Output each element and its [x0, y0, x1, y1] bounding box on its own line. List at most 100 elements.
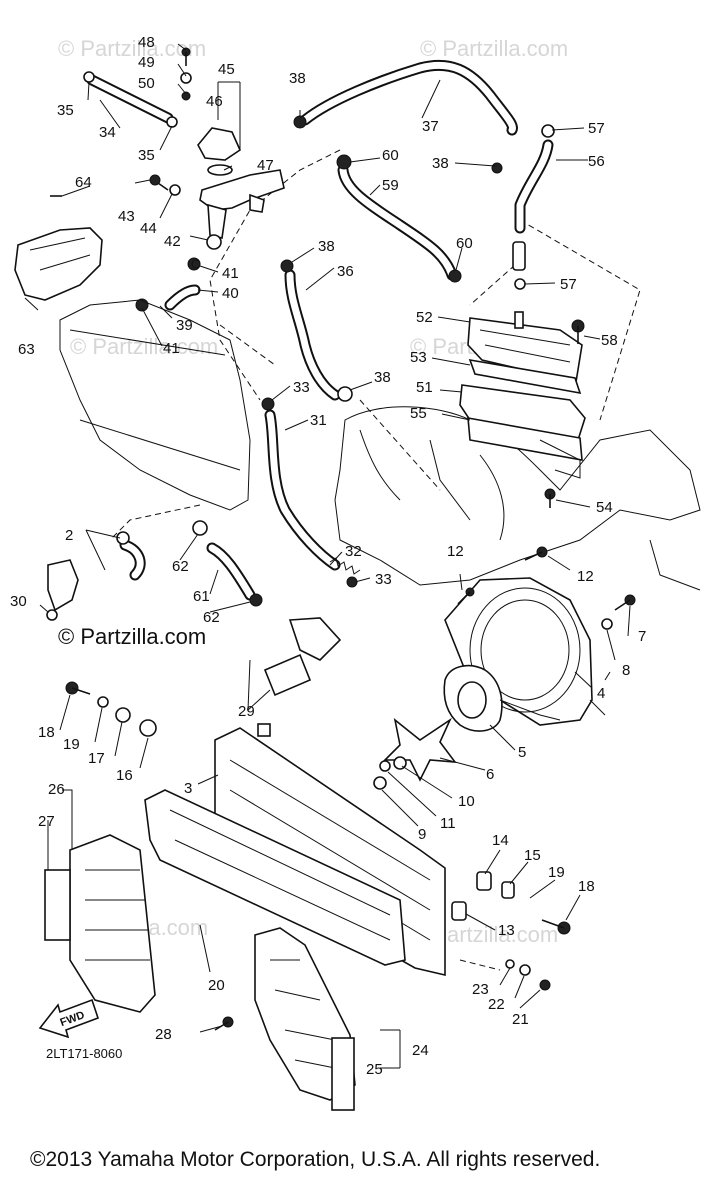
- hose-36: [284, 269, 341, 401]
- callout-47: 47: [257, 157, 274, 174]
- callout-38-right: 38: [374, 369, 391, 386]
- fwd-arrow: FWD: [38, 998, 100, 1039]
- callout-26: 26: [48, 781, 65, 798]
- gasket-55: [467, 417, 583, 479]
- callout-42: 42: [164, 233, 181, 250]
- callout-51: 51: [416, 379, 433, 396]
- callout-23: 23: [472, 981, 489, 998]
- hose-59: [337, 164, 458, 281]
- bolts-7-8-12: [457, 546, 636, 630]
- callout-35-bottom: 35: [138, 147, 155, 164]
- side-cover-26-27: [44, 834, 156, 1013]
- callout-61: 61: [193, 588, 210, 605]
- bolts-54-58: [544, 319, 585, 508]
- callout-19-left: 19: [63, 736, 80, 753]
- dashed-guides: [109, 149, 641, 971]
- callout-13: 13: [498, 922, 515, 939]
- copyright-notice: ©2013 Yamaha Motor Corporation, U.S.A. A…: [30, 1148, 600, 1171]
- callout-31: 31: [310, 412, 327, 429]
- callout-50: 50: [138, 75, 155, 92]
- callout-12-left: 12: [447, 543, 464, 560]
- callout-29: 29: [238, 703, 255, 720]
- thermostat-housing: [180, 47, 285, 239]
- watermark-main: © Partzilla.com: [58, 624, 206, 649]
- diagram-code: 2LT171-8060: [46, 1046, 122, 1061]
- callout-60-mid: 60: [456, 235, 473, 252]
- washers-9-10-11: [373, 756, 407, 790]
- callout-22: 22: [488, 996, 505, 1013]
- callout-64: 64: [75, 174, 92, 191]
- callout-43: 43: [118, 208, 135, 225]
- bolts-43-44: [149, 174, 181, 196]
- callout-17: 17: [88, 750, 105, 767]
- callout-5: 5: [518, 744, 526, 761]
- callout-38-top: 38: [289, 70, 306, 87]
- callout-38-left: 38: [318, 238, 335, 255]
- radiator-shroud-outline: [59, 299, 251, 511]
- callout-27: 27: [38, 813, 55, 830]
- callout-52: 52: [416, 309, 433, 326]
- bolts-18-21-22-23-28: [65, 681, 571, 1031]
- callout-7: 7: [638, 628, 646, 645]
- callout-34: 34: [99, 124, 116, 141]
- callout-20: 20: [208, 977, 225, 994]
- callout-14: 14: [492, 832, 509, 849]
- watermark-top-left: © Partzilla.com: [58, 36, 206, 61]
- callout-56: 56: [588, 153, 605, 170]
- hose-56-lower: [512, 241, 526, 271]
- callout-16: 16: [116, 767, 133, 784]
- callout-59: 59: [382, 177, 399, 194]
- callout-4: 4: [597, 685, 605, 702]
- callout-57-mid: 57: [560, 276, 577, 293]
- callout-25: 25: [366, 1061, 383, 1078]
- fan-blade-6: [383, 717, 457, 782]
- callout-11: 11: [440, 815, 456, 832]
- callout-3: 3: [184, 780, 192, 797]
- callout-41-bottom: 41: [163, 340, 180, 357]
- watermark-mid-left: © Partzilla.com: [70, 334, 218, 359]
- watermark-top-right: © Partzilla.com: [420, 36, 568, 61]
- callout-33-bottom: 33: [375, 571, 392, 588]
- callout-57-top: 57: [588, 120, 605, 137]
- callout-62-bottom: 62: [203, 609, 220, 626]
- gasket-53: [468, 358, 582, 395]
- callout-48: 48: [138, 34, 155, 51]
- callout-21: 21: [512, 1011, 529, 1028]
- callout-32: 32: [345, 543, 362, 560]
- callout-63: 63: [18, 341, 35, 358]
- callout-numbers: 48 49 50 45 46 35 34 35 47 38 37 57 56 6…: [10, 34, 646, 1078]
- callout-35-top: 35: [57, 102, 74, 119]
- dampers-13-14-15-16-17: [97, 696, 515, 921]
- hose-40: [164, 284, 201, 311]
- hose-34: [86, 74, 174, 124]
- hose-2: [119, 539, 146, 581]
- callout-40: 40: [222, 285, 239, 302]
- callout-60-top: 60: [382, 147, 399, 164]
- callout-18-right: 18: [578, 878, 595, 895]
- callout-10: 10: [458, 793, 475, 810]
- fitting-42-41: [191, 234, 222, 269]
- callout-33-top: 33: [293, 379, 310, 396]
- callout-8: 8: [622, 662, 630, 679]
- callout-54: 54: [596, 499, 613, 516]
- hose-56: [514, 139, 554, 234]
- callout-58: 58: [601, 332, 618, 349]
- lower-cover-24-25: [254, 927, 356, 1111]
- callout-36: 36: [337, 263, 354, 280]
- hose-61: [206, 542, 256, 601]
- callout-15: 15: [524, 847, 541, 864]
- pump-30-29: [46, 559, 342, 697]
- callout-19-right: 19: [548, 864, 565, 881]
- reservoir-tank-63: [14, 195, 103, 301]
- spring-32: [329, 557, 361, 575]
- callout-53: 53: [410, 349, 427, 366]
- callout-44: 44: [140, 220, 157, 237]
- leader-lines: [24, 43, 631, 1069]
- hose-37: [299, 59, 518, 136]
- callout-9: 9: [418, 826, 426, 843]
- callout-49: 49: [138, 54, 155, 71]
- callout-18-left: 18: [38, 724, 55, 741]
- fan-motor-5: [443, 664, 561, 732]
- callout-41-top: 41: [222, 265, 239, 282]
